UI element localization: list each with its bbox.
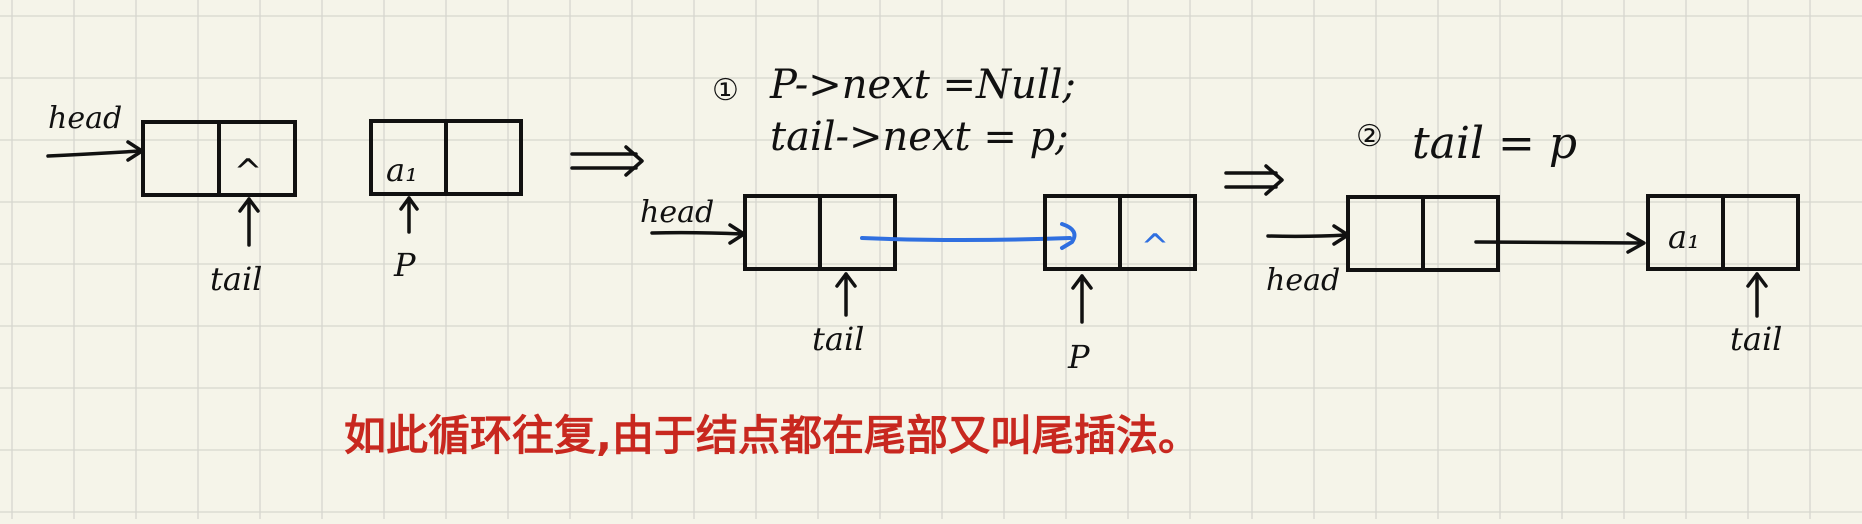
node-a1-new <box>369 119 523 196</box>
step1-code-line2: tail->next = p; <box>770 114 1069 160</box>
node-head-3 <box>1346 195 1500 272</box>
transition-arrow-1 <box>570 145 644 177</box>
head-arrow-1 <box>46 149 142 158</box>
step2-code: tail = p <box>1412 118 1577 169</box>
tail-label-2: tail <box>812 320 864 358</box>
p-arrow-1-tip <box>399 196 419 211</box>
tail-label-3: tail <box>1730 320 1782 358</box>
tail-arrow-1-tip <box>238 197 260 213</box>
head-label-2: head <box>640 195 714 230</box>
node-a1-value: a₁ <box>386 151 418 189</box>
node-head-2 <box>743 194 897 271</box>
head-arrow-3 <box>1266 233 1348 239</box>
next-link-3 <box>1474 240 1642 245</box>
null-pointer-symbol-1: ^ <box>234 152 263 192</box>
node-head-1 <box>141 120 297 197</box>
transition-arrow-2 <box>1224 164 1284 196</box>
step1-code-line1: P->next =Null; <box>769 62 1076 108</box>
p-label-1: P <box>393 246 416 284</box>
step1-number: ① <box>712 73 739 108</box>
p-label-2: P <box>1067 338 1090 376</box>
tail-label-1: tail <box>210 260 262 298</box>
tail-arrow-2-tip <box>835 272 857 288</box>
blue-next-link-tip <box>1060 222 1077 250</box>
node-a1-3-value: a₁ <box>1668 218 1700 256</box>
panel-initial-state: head ^ tail a₁ P <box>46 101 523 298</box>
step2-number: ② <box>1356 119 1383 154</box>
head-label-3: head <box>1266 263 1340 298</box>
panel-step-1: ① P->next =Null; tail->next = p; head ta… <box>640 62 1197 376</box>
next-link-3-tip <box>1626 232 1646 254</box>
head-label-1: head <box>48 101 122 136</box>
blue-next-link <box>860 236 1072 242</box>
red-explanation-note: 如此循环往复,由于结点都在尾部又叫尾插法。 <box>344 411 1200 460</box>
tail-arrow-3-tip <box>1746 272 1768 288</box>
head-arrow-2 <box>650 230 744 236</box>
null-pointer-symbol-2: ^ <box>1141 227 1170 267</box>
panel-step-2: ② tail = p head a₁ tail <box>1266 118 1800 358</box>
node-a1-3 <box>1646 194 1800 271</box>
p-arrow-2-tip <box>1071 274 1093 290</box>
node-p-2 <box>1043 194 1197 271</box>
